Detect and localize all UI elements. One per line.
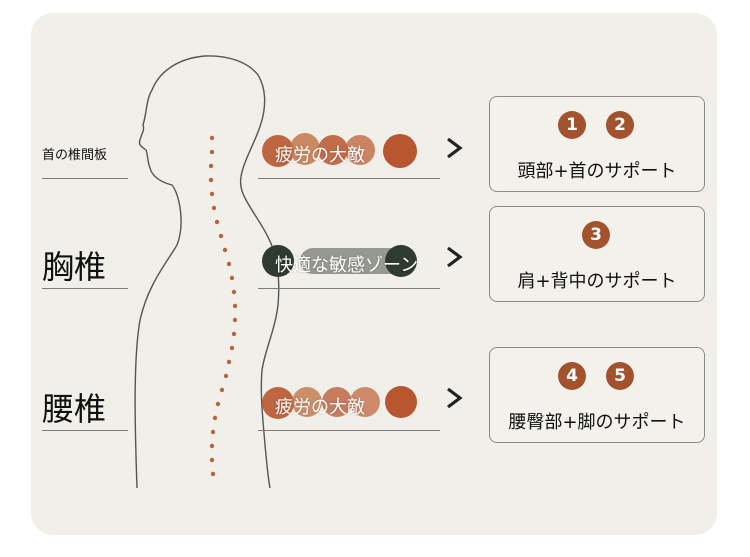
- label-cervical-disc: 首の椎間板: [42, 148, 108, 163]
- spine-dot: [231, 331, 237, 337]
- pill-dot: [322, 387, 352, 417]
- rule-left-1: [42, 178, 128, 179]
- support-text: 腰臀部+脚のサポート: [508, 412, 686, 433]
- spine-dot: [209, 191, 215, 197]
- pill-dot: [383, 134, 417, 168]
- spine-dot: [232, 317, 238, 323]
- pill-dot: [262, 135, 294, 167]
- support-box-shoulder-back: 3 肩+背中のサポート: [489, 206, 705, 302]
- spine-dot: [209, 443, 215, 449]
- support-box-hip-leg: 4 5 腰臀部+脚のサポート: [489, 347, 705, 443]
- pill-dot: [385, 386, 417, 418]
- pill-dot: [385, 245, 417, 277]
- spine-dot: [208, 177, 214, 183]
- chevron-right-icon: [447, 137, 463, 159]
- spine-dot: [218, 233, 224, 239]
- rule-mid-3: [258, 430, 440, 431]
- rule-left-2: [42, 288, 128, 289]
- badge-3: 3: [582, 221, 610, 249]
- spine-dot: [212, 415, 218, 421]
- rule-left-3: [42, 430, 128, 431]
- spine-dot: [211, 205, 217, 211]
- badge-1: 1: [558, 111, 586, 139]
- rule-mid-1: [258, 178, 440, 179]
- support-text: 頭部+首のサポート: [517, 161, 677, 182]
- pill-dot: [262, 245, 294, 277]
- chevron-right-icon: [447, 387, 463, 409]
- support-box-head-neck: 1 2 頭部+首のサポート: [489, 96, 705, 192]
- body-outline: [134, 55, 280, 489]
- spine-dot: [222, 247, 228, 253]
- pill-dot: [318, 135, 348, 165]
- pill-dot: [345, 135, 375, 165]
- badge-5: 5: [606, 362, 634, 390]
- pill-text: 快適な敏感ゾーン: [275, 255, 419, 276]
- spine-dot: [229, 345, 235, 351]
- spine-dot: [210, 471, 216, 477]
- spine-dot: [231, 289, 237, 295]
- badge-4: 4: [558, 362, 586, 390]
- spine-dot: [229, 275, 235, 281]
- badge-2: 2: [606, 111, 634, 139]
- spine-dot: [210, 429, 216, 435]
- spine-dot: [209, 149, 215, 155]
- spine-dots: [208, 135, 238, 477]
- support-text: 肩+背中のサポート: [517, 271, 677, 292]
- label-lumbar: 腰椎: [42, 390, 107, 428]
- spine-dot: [219, 387, 225, 393]
- pill-text: 疲労の大敵: [275, 145, 365, 166]
- pill-text: 疲労の大敵: [275, 397, 365, 418]
- spine-dot: [209, 457, 215, 463]
- spine-dot: [215, 401, 221, 407]
- pill-dot: [292, 387, 322, 417]
- label-thoracic: 胸椎: [42, 248, 107, 286]
- pill-dot: [350, 387, 380, 417]
- spine-dot: [214, 219, 220, 225]
- chevron-right-icon: [447, 246, 463, 268]
- pill-dot: [262, 387, 294, 419]
- rule-mid-2: [258, 288, 440, 289]
- pill-dot: [290, 133, 320, 165]
- spine-dot: [208, 163, 214, 169]
- spine-dot: [226, 359, 232, 365]
- spine-dot: [226, 261, 232, 267]
- spine-dot: [232, 303, 238, 309]
- spine-dot: [223, 373, 229, 379]
- spine-dot: [209, 135, 215, 141]
